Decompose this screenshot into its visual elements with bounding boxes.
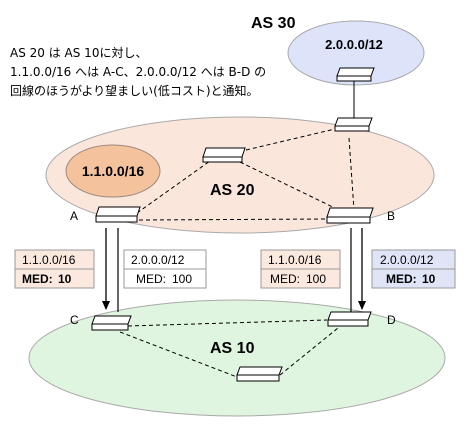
link-a-to-b bbox=[138, 218, 328, 221]
router-a-icon bbox=[95, 206, 141, 223]
as20-prefix-bubble bbox=[65, 144, 161, 198]
router-icon bbox=[236, 366, 283, 382]
links bbox=[117, 80, 355, 312]
link-c-to-d bbox=[127, 319, 328, 327]
med-box: 1.1.0.0/16 MED: 100 bbox=[260, 249, 341, 289]
med-box-value: 100 bbox=[306, 272, 326, 286]
note-line-2: 1.1.0.0/16 へは A-C、2.0.0.0/12 へは B-D の bbox=[10, 65, 266, 79]
as10-region bbox=[28, 299, 446, 417]
med-box-label: MED: bbox=[270, 272, 300, 286]
note-line-1: AS 20 は AS 10に対し、 bbox=[10, 46, 147, 60]
as10-label: AS 10 bbox=[210, 340, 255, 357]
router-icon bbox=[334, 117, 373, 132]
link-top-to-right bbox=[245, 128, 336, 151]
med-box-prefix: 2.0.0.0/12 bbox=[131, 253, 185, 267]
router-b-label: B bbox=[387, 209, 395, 223]
router-a-label: A bbox=[70, 209, 78, 223]
link-top-to-b bbox=[239, 161, 344, 213]
internal-links bbox=[119, 128, 355, 378]
as20-region bbox=[45, 116, 435, 234]
med-box: 2.0.0.0/12 MED: 10 bbox=[371, 249, 456, 289]
router-b-icon bbox=[326, 207, 374, 224]
router-d-icon bbox=[327, 311, 372, 327]
as20-label: AS 20 bbox=[210, 182, 255, 199]
as30-label: AS 30 bbox=[251, 15, 296, 32]
router-icon bbox=[336, 67, 375, 82]
router-d-label: D bbox=[387, 313, 396, 327]
med-box: 1.1.0.0/16 MED: 10 bbox=[14, 249, 95, 289]
router-c-icon bbox=[91, 315, 132, 331]
note-line-3: 回線のほうがより望ましい(低コスト)と通知。 bbox=[10, 83, 259, 98]
med-box: 2.0.0.0/12 MED: 100 bbox=[123, 249, 207, 289]
as30-region bbox=[287, 20, 425, 86]
med-box-value: 10 bbox=[422, 272, 436, 286]
med-box-value: 100 bbox=[172, 272, 192, 286]
link-a-to-top bbox=[136, 160, 211, 214]
as20-prefix: 1.1.0.0/16 bbox=[82, 163, 144, 179]
med-box-prefix: 1.1.0.0/16 bbox=[268, 253, 322, 267]
med-box-label: MED: bbox=[22, 272, 53, 286]
med-box-prefix: 2.0.0.0/12 bbox=[380, 253, 434, 267]
link-bottom-to-d bbox=[279, 327, 339, 376]
med-box-label: MED: bbox=[136, 272, 166, 286]
med-box-value: 10 bbox=[58, 272, 72, 286]
router-icon bbox=[202, 147, 246, 163]
router-c-label: C bbox=[70, 313, 79, 327]
med-box-prefix: 1.1.0.0/16 bbox=[22, 253, 76, 267]
med-box-label: MED: bbox=[386, 272, 417, 286]
as30-prefix: 2.0.0.0/12 bbox=[325, 37, 383, 52]
link-right-to-b bbox=[348, 137, 355, 211]
